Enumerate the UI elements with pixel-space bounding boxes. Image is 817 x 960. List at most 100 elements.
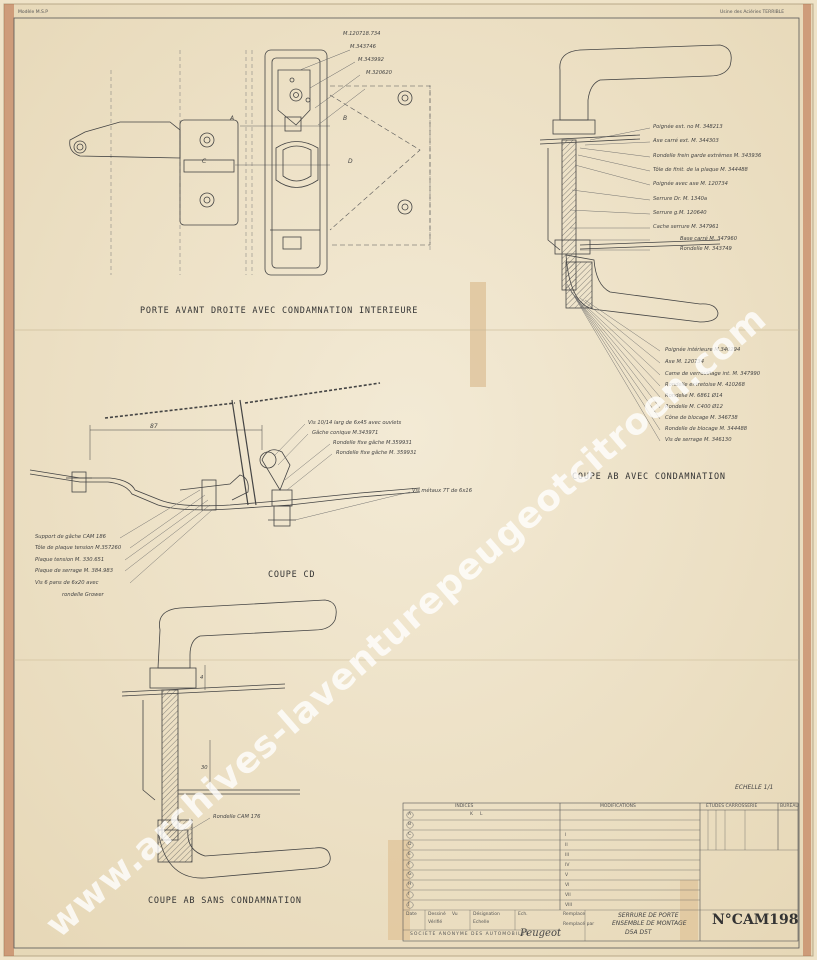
section-ab-with-lock-drawing bbox=[539, 44, 732, 442]
callout: rondelle Grower bbox=[62, 592, 104, 598]
roman-index: VII bbox=[565, 893, 571, 898]
dimension: 30 bbox=[201, 765, 208, 771]
marker-c: C bbox=[202, 158, 207, 165]
tb-field-label: Remplacé par bbox=[563, 922, 595, 927]
marker-a: A bbox=[230, 115, 235, 122]
tape-stain bbox=[470, 282, 486, 387]
callout: Vis 10/14 larg de 6x45 avec ouvlets bbox=[308, 420, 402, 426]
callout: Cache serrure M. 347961 bbox=[653, 224, 719, 230]
row-letter: I bbox=[408, 892, 410, 897]
scale-label: ECHELLE 1/1 bbox=[735, 784, 774, 791]
tb-field-label: Ech. bbox=[518, 912, 528, 917]
title-block-carrosserie: ETUDES CARROSSERIE bbox=[706, 804, 758, 809]
section-cd-title: COUPE CD bbox=[268, 570, 316, 580]
left-binding-edge bbox=[4, 4, 14, 956]
front-view-title: PORTE AVANT DROITE AVEC CONDAMNATION INT… bbox=[140, 306, 419, 316]
designation-line1: SERRURE DE PORTE bbox=[618, 912, 679, 919]
company-name: SOCIETE ANONYME DES AUTOMOBILES bbox=[410, 932, 530, 937]
tb-field-label: Date bbox=[406, 912, 417, 917]
callout: Base carré M. 347960 bbox=[680, 236, 737, 242]
callout: Tôle de finit. de la plaque M. 344488 bbox=[653, 167, 748, 173]
callout: Plaque de serrage M. 384.983 bbox=[35, 568, 113, 574]
callout: Rondelle fixe gâche M.359931 bbox=[333, 440, 412, 446]
row-letter: G bbox=[408, 872, 412, 877]
roman-index: II bbox=[565, 843, 568, 848]
callout: Tôle de plaque tension M.357260 bbox=[35, 545, 122, 551]
callout: Gâche conique M.343971 bbox=[312, 430, 379, 436]
paper bbox=[3, 3, 814, 957]
row-letter: J bbox=[408, 902, 410, 907]
callout: Poignée ext. no M. 348213 bbox=[653, 124, 723, 130]
title-block-lines bbox=[402, 802, 799, 942]
front-callout: M.320620 bbox=[366, 70, 392, 76]
callout: Vis de serrage M. 346130 bbox=[665, 437, 732, 443]
title-block-modifications: MODIFICATIONS bbox=[600, 804, 636, 809]
callout: Rondelle CAM 176 bbox=[213, 814, 261, 820]
section-ab-without-lock-drawing bbox=[121, 599, 337, 879]
callout: Vis 6 pans de 6x20 avec bbox=[35, 580, 99, 586]
marker-d: D bbox=[348, 158, 353, 165]
row-letter: B bbox=[408, 822, 412, 827]
title-block-indices: INDICES bbox=[455, 804, 474, 809]
callout: Support de gâche CAM 186 bbox=[35, 534, 106, 540]
callout: Serrure g.M. 120640 bbox=[653, 210, 707, 216]
callout: Rondelle de blocage M. 344488 bbox=[665, 426, 748, 432]
designation-line3: D5A D5T bbox=[625, 929, 652, 936]
callout: Axe carré ext. M. 344303 bbox=[653, 138, 719, 144]
callout: Poignée intérieure M.340294 bbox=[665, 347, 741, 353]
header-corner-left: Modèle M.S.P bbox=[18, 10, 49, 15]
callout: Rondelle entretoise M. 410268 bbox=[665, 382, 745, 388]
dimension-87: 87 bbox=[150, 423, 158, 430]
drawing-number: N°CAM198 bbox=[712, 912, 799, 928]
roman-index: IV bbox=[565, 863, 570, 868]
section-ab-without-lock-title: COUPE AB SANS CONDAMNATION bbox=[148, 896, 302, 906]
peugeot-logo: Peugeot bbox=[520, 928, 561, 939]
row-letter: D bbox=[408, 842, 412, 847]
callout: Axe M. 120734 bbox=[665, 359, 705, 365]
callout: Cône de blocage M. 346738 bbox=[665, 415, 738, 421]
row-letter: C bbox=[408, 832, 412, 837]
front-callout: M.120718.734 bbox=[343, 31, 381, 37]
row-letter: H bbox=[408, 882, 412, 887]
front-callout: M.343992 bbox=[358, 57, 384, 63]
tb-field-label: Echelle bbox=[473, 920, 490, 925]
section-ab-with-lock-title: COUPE AB AVEC CONDAMNATION bbox=[572, 472, 726, 482]
callout: Plaque tension M. 330.651 bbox=[35, 557, 105, 563]
tb-field-label: Vu bbox=[452, 912, 458, 917]
front-view-drawing bbox=[69, 49, 431, 276]
right-binding-edge bbox=[803, 4, 811, 956]
callout: Rondelle M. C400 Ø12 bbox=[665, 404, 723, 410]
callout: Rondelle frein garde extrêmes M. 343936 bbox=[653, 153, 762, 159]
callout: Rondelle fixe gâche M. 359931 bbox=[336, 450, 417, 456]
tb-field-label: Remplace bbox=[563, 912, 586, 917]
title-block-circles bbox=[406, 811, 414, 909]
tb-field-label: Dessiné bbox=[428, 912, 446, 917]
callout: Poignée avec axe M. 120734 bbox=[653, 181, 728, 187]
row-letter: F bbox=[408, 862, 411, 867]
tb-field-label: Vérifié bbox=[428, 920, 443, 925]
row-letter: L bbox=[480, 812, 483, 817]
roman-index: VI bbox=[565, 883, 570, 888]
frame bbox=[13, 17, 800, 949]
callout: Vis métaux 7T de 6x16 bbox=[412, 488, 473, 494]
callout: Serrure Dr. M. 1340a bbox=[653, 196, 708, 202]
title-block-bureau: BUREAU bbox=[780, 804, 799, 809]
tape-stain bbox=[388, 840, 410, 940]
dimension: 4 bbox=[200, 675, 204, 681]
section-cd-drawing bbox=[29, 382, 421, 584]
front-callout: M.343746 bbox=[350, 44, 376, 50]
header-corner-right: Usine des Aciéries TERRIBLE bbox=[720, 10, 785, 15]
marker-b: B bbox=[343, 115, 348, 122]
roman-index: VIII bbox=[565, 903, 573, 908]
roman-index: III bbox=[565, 853, 569, 858]
callout: Rondelle M. 6861 Ø14 bbox=[665, 393, 723, 399]
row-letter: A bbox=[408, 812, 412, 817]
designation-line2: ENSEMBLE DE MONTAGE bbox=[612, 920, 687, 927]
row-letter: K bbox=[470, 812, 473, 817]
roman-index: I bbox=[565, 833, 567, 838]
callout: Rondelle M. 343749 bbox=[680, 246, 732, 252]
roman-index: V bbox=[565, 873, 569, 878]
row-letter: E bbox=[408, 852, 411, 857]
